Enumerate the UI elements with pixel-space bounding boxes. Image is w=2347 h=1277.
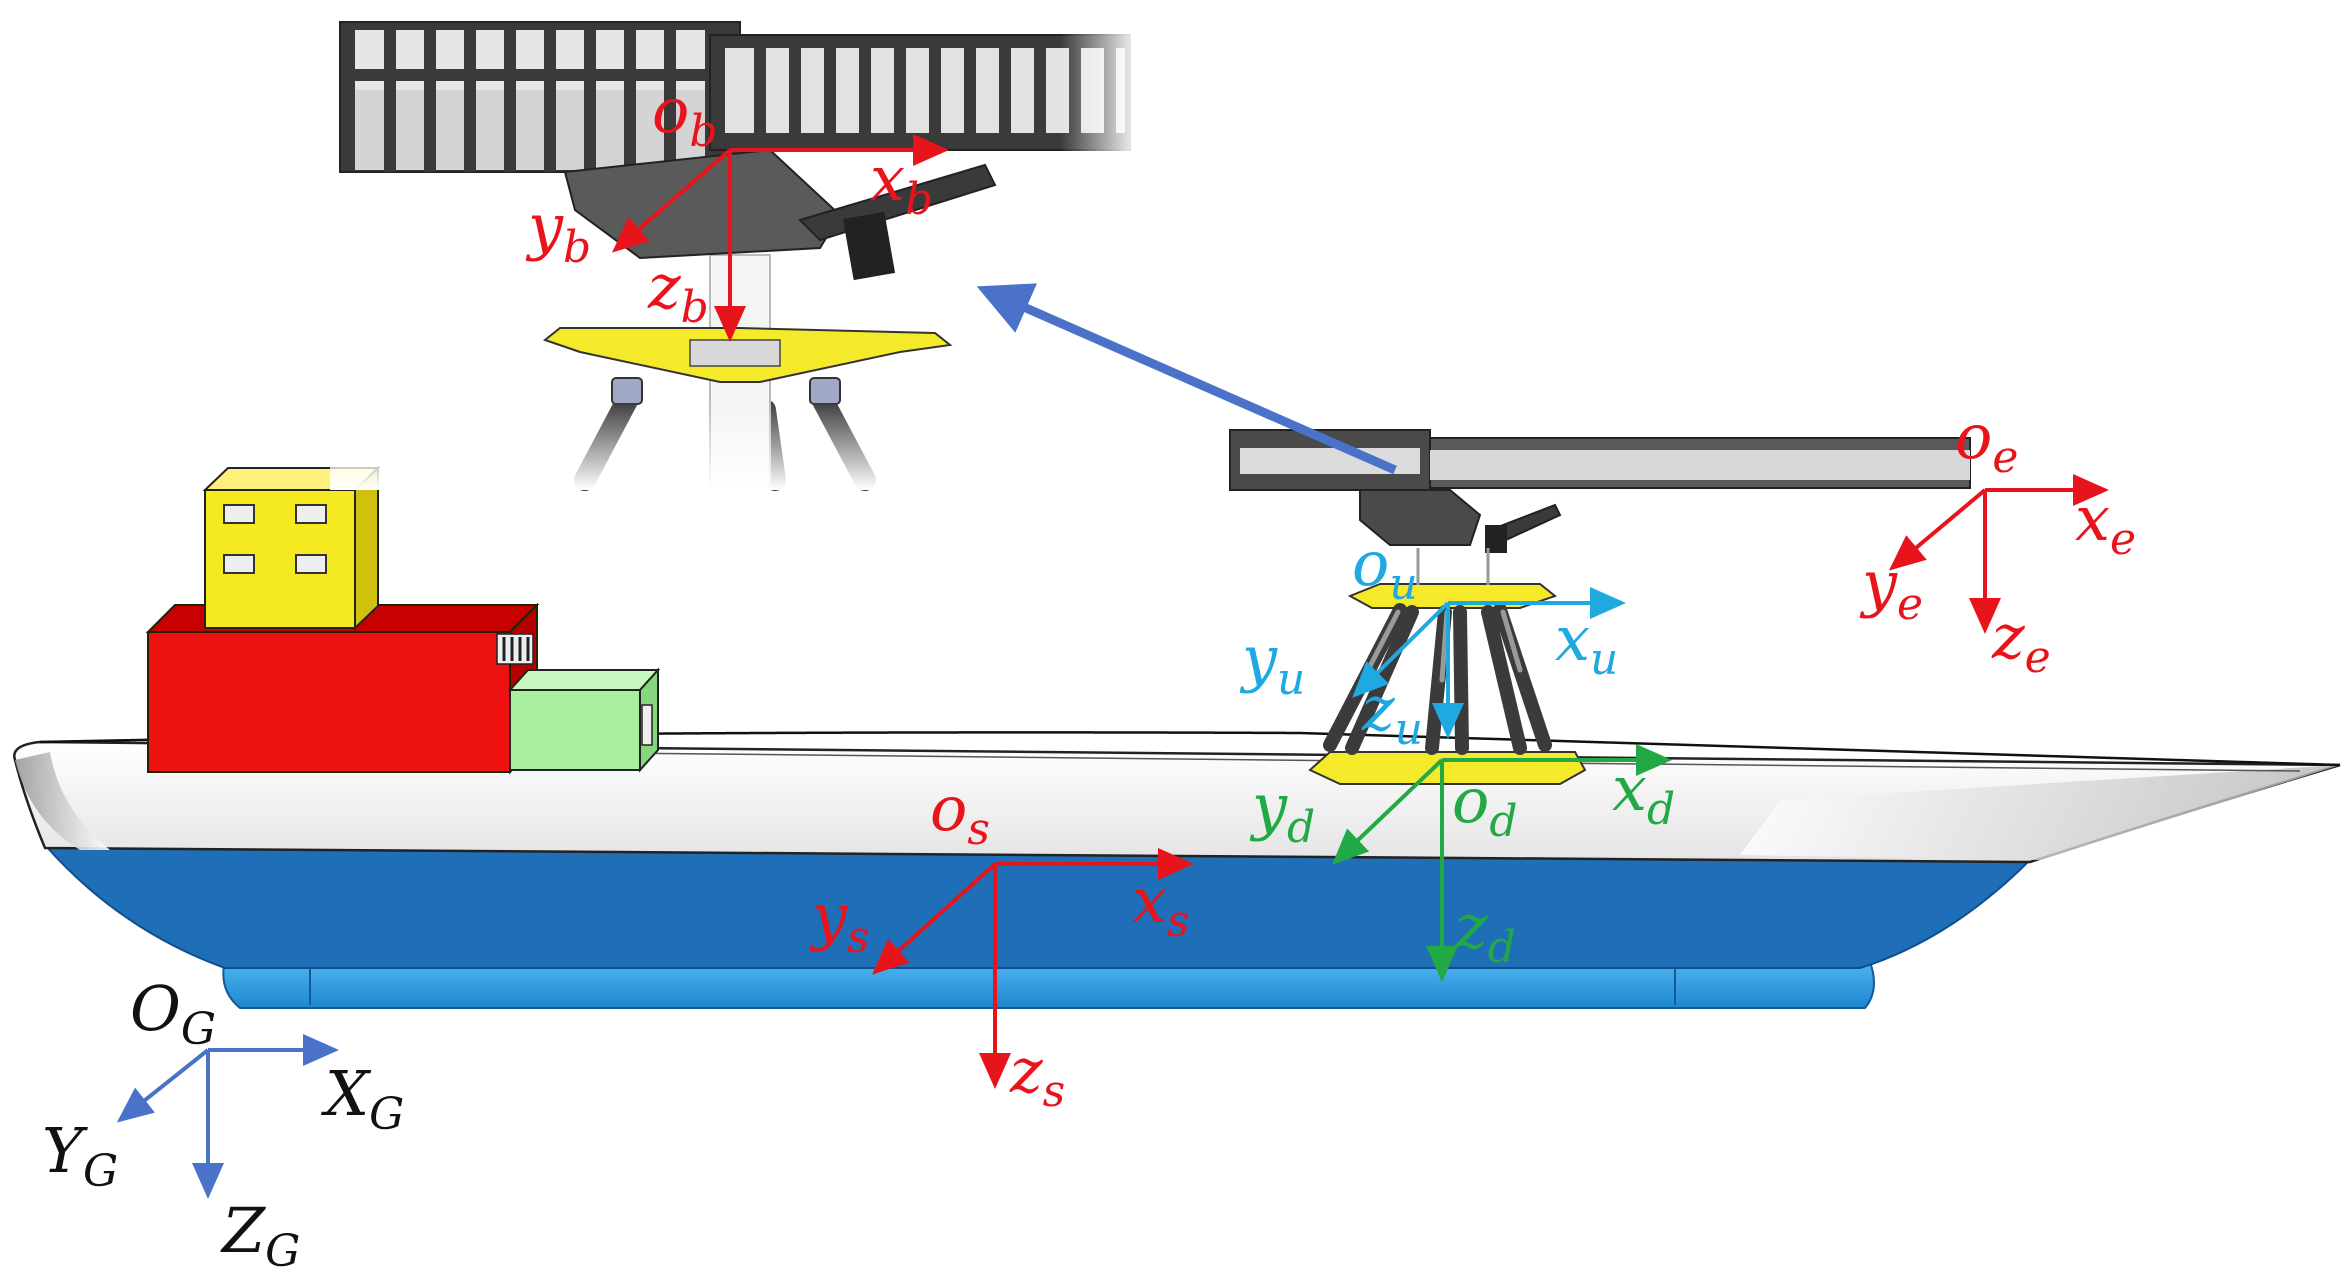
svg-text:yd: yd (1249, 770, 1315, 853)
svg-text:ou: ou (1352, 527, 1418, 610)
lower-x-sub: d (1647, 784, 1675, 835)
svg-text:ye: ye (1859, 547, 1923, 630)
lower-z-sub: d (1488, 922, 1516, 973)
global-origin-sub: G (181, 1004, 216, 1055)
svg-text:zb: zb (647, 250, 709, 333)
end-z-sub: e (2025, 632, 2051, 683)
svg-text:zu: zu (1361, 672, 1423, 755)
base-z-label: z (647, 250, 681, 323)
svg-text:zd: zd (1454, 890, 1516, 973)
zoomed-inset (330, 20, 1140, 491)
svg-text:xe: xe (2075, 482, 2136, 565)
svg-text:od: od (1452, 764, 1518, 847)
frame-global: OG XG YG ZG (42, 972, 404, 1277)
end-z-label: z (1991, 600, 2025, 673)
frame-base-zoomed: ob xb yb zb (525, 74, 949, 342)
end-x-sub: e (2110, 514, 2136, 565)
ship-hull-lower (42, 843, 2033, 969)
lower-origin-label: o (1452, 764, 1489, 837)
svg-text:xs: xs (1132, 864, 1190, 947)
svg-text:ze: ze (1991, 600, 2051, 683)
ship-z-label: z (1009, 1034, 1043, 1107)
end-x-label: x (2075, 482, 2110, 555)
ship-z-sub: s (1043, 1066, 1066, 1117)
base-origin-sub: b (689, 106, 717, 157)
base-y-label: y (525, 190, 564, 263)
svg-text:YG: YG (42, 1114, 118, 1197)
end-origin-sub: e (1992, 432, 2018, 483)
svg-text:os: os (930, 772, 990, 855)
global-y-sub: G (83, 1146, 118, 1197)
svg-text:xb: xb (870, 142, 933, 225)
upper-z-label: z (1361, 672, 1395, 745)
end-y-sub: e (1897, 579, 1923, 630)
deck-box-green (507, 667, 661, 773)
ship-y-label: y (809, 880, 848, 953)
global-origin-label: O (130, 972, 181, 1045)
base-x-sub: b (905, 174, 933, 225)
svg-text:ys: ys (809, 880, 870, 963)
svg-text:xu: xu (1555, 602, 1618, 685)
ship-origin-label: o (930, 772, 967, 845)
lower-y-sub: d (1287, 802, 1315, 853)
global-x-sub: G (369, 1089, 404, 1140)
upper-z-sub: u (1395, 704, 1423, 755)
ship-keel (222, 958, 1875, 1009)
global-z-sub: G (265, 1226, 300, 1277)
end-origin-label: o (1955, 400, 1992, 473)
svg-text:ob: ob (652, 74, 718, 157)
global-z-label: Z (220, 1194, 266, 1267)
svg-text:xd: xd (1612, 752, 1675, 835)
global-x-label: X (321, 1057, 372, 1130)
base-x-label: x (870, 142, 905, 215)
upper-origin-label: o (1352, 527, 1389, 600)
lower-z-label: z (1454, 890, 1488, 963)
frame-ship: os xs ys zs (809, 772, 1194, 1117)
ship (13, 465, 2341, 1009)
upper-origin-sub: u (1389, 559, 1417, 610)
base-y-sub: b (563, 222, 591, 273)
end-y-label: y (1859, 547, 1898, 620)
svg-text:yb: yb (525, 190, 591, 273)
lower-origin-sub: d (1489, 796, 1517, 847)
lower-platform (1308, 751, 1587, 785)
upper-x-label: x (1555, 602, 1590, 675)
upper-y-sub: u (1277, 654, 1305, 705)
bridge-house-yellow (202, 465, 381, 631)
frame-end-effector: oe xe ye ze (1859, 400, 2136, 683)
ship-x-sub: s (1167, 896, 1190, 947)
svg-text:ZG: ZG (220, 1194, 300, 1277)
frame-lower-platform: od xd yd zd (1249, 744, 1675, 982)
svg-text:oe: oe (1955, 400, 2018, 483)
lower-x-label: x (1612, 752, 1647, 825)
zoom-pointer-arrow (976, 283, 1397, 475)
ship-x-label: x (1132, 864, 1167, 937)
svg-text:OG: OG (130, 972, 216, 1055)
lower-y-label: y (1249, 770, 1288, 843)
gangway-small (1229, 429, 1971, 585)
ship-y-sub: s (847, 912, 870, 963)
base-z-sub: b (681, 282, 709, 333)
stewart-platform (1229, 429, 1971, 785)
base-origin-label: o (652, 74, 689, 147)
frame-upper-platform: ou xu yu zu (1239, 527, 1626, 755)
svg-text:XG: XG (321, 1057, 404, 1140)
svg-text:zs: zs (1009, 1034, 1065, 1117)
ship-origin-sub: s (967, 804, 990, 855)
svg-text:yu: yu (1239, 622, 1305, 705)
deckhouse-red (145, 602, 540, 775)
global-y-label: Y (42, 1114, 88, 1187)
upper-y-label: y (1239, 622, 1278, 695)
upper-x-sub: u (1590, 634, 1618, 685)
